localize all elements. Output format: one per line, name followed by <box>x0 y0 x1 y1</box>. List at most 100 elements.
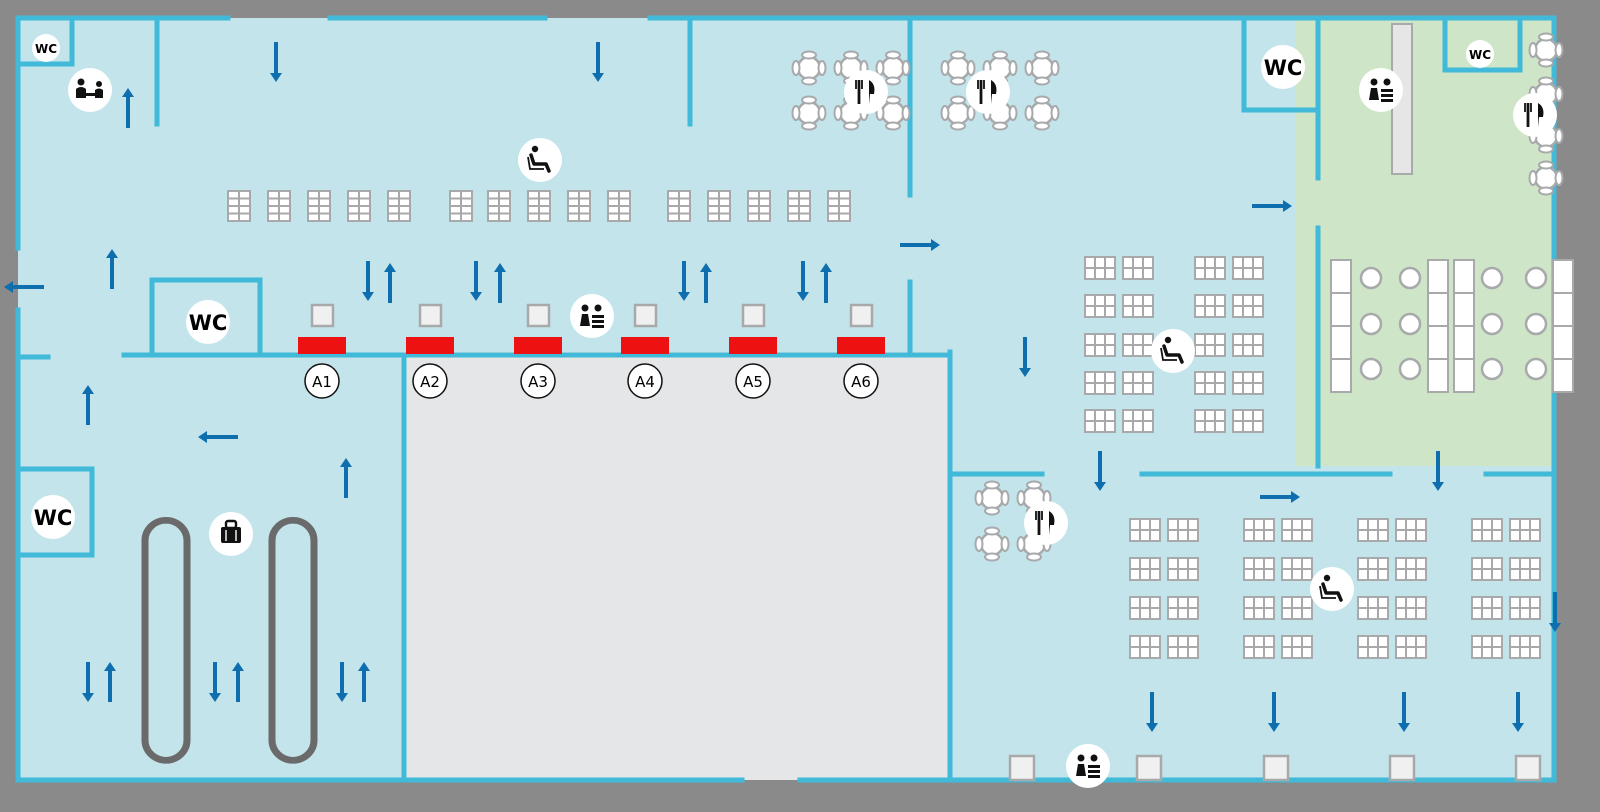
seat-block <box>827 190 851 222</box>
seat-block <box>1122 256 1154 280</box>
seat-block <box>1509 635 1541 659</box>
seat-block <box>1471 557 1503 581</box>
lounge-sign[interactable] <box>1310 567 1354 611</box>
wc-icon <box>1466 40 1494 68</box>
direction-arrow <box>1432 451 1444 491</box>
direction-arrow <box>678 261 690 301</box>
gate-label[interactable]: A4 <box>627 363 663 399</box>
restroom-sign[interactable]: WC <box>31 495 75 539</box>
baggage-claim-sign[interactable] <box>209 512 253 556</box>
gate-label[interactable]: A1 <box>304 363 340 399</box>
gate-kiosk <box>526 303 551 328</box>
seat-block <box>1122 333 1154 357</box>
wc-icon <box>31 495 75 539</box>
gate-desk <box>729 337 777 354</box>
food-court-area <box>1296 18 1554 466</box>
restaurant-sign[interactable] <box>844 70 888 114</box>
seat-block <box>1357 518 1389 542</box>
gate-counter[interactable] <box>406 303 454 354</box>
bench <box>1453 259 1475 393</box>
gate-badge <box>304 363 340 399</box>
seat-block <box>1471 635 1503 659</box>
gate-desk <box>298 337 346 354</box>
direction-arrow <box>82 662 94 702</box>
restroom-sign[interactable]: WC <box>186 300 230 344</box>
restroom-sign[interactable]: WC <box>1466 40 1494 68</box>
seat-block <box>607 190 631 222</box>
restaurant-sign[interactable] <box>1024 501 1068 545</box>
direction-arrow <box>362 261 374 301</box>
direction-arrow <box>1268 692 1280 732</box>
food-court-furniture <box>1330 259 1574 393</box>
direction-arrow <box>336 662 348 702</box>
direction-arrow <box>1260 491 1300 503</box>
service-kiosks <box>1008 754 1542 782</box>
seat-block <box>707 190 731 222</box>
lounge-sign[interactable] <box>1151 329 1195 373</box>
wc-icon <box>32 34 60 62</box>
seat-block <box>667 190 691 222</box>
cafe-table <box>940 95 976 131</box>
cafe-table <box>1024 95 1060 131</box>
direction-arrow <box>1019 337 1031 377</box>
direction-arrow <box>1549 592 1561 632</box>
gate-counter[interactable] <box>621 303 669 354</box>
direction-arrow <box>4 281 44 293</box>
seat-block <box>1122 409 1154 433</box>
gate-label[interactable]: A5 <box>735 363 771 399</box>
restaurant-sign[interactable] <box>1513 93 1557 137</box>
seat-block <box>1232 333 1264 357</box>
gate-counter[interactable] <box>837 303 885 354</box>
seat-block <box>1243 596 1275 620</box>
seat-block <box>387 190 411 222</box>
family-room-sign[interactable] <box>68 68 112 112</box>
direction-arrow <box>1146 692 1158 732</box>
gate-kiosk <box>310 303 335 328</box>
gate-label[interactable]: A2 <box>412 363 448 399</box>
restroom-sign[interactable]: WC <box>32 34 60 62</box>
baggage-belt <box>141 516 191 764</box>
cafe-table <box>1024 50 1060 86</box>
restaurant-icon <box>844 70 888 114</box>
direction-arrow <box>900 239 940 251</box>
seat-block <box>1395 557 1427 581</box>
seat-block <box>1084 256 1116 280</box>
information-desk-sign[interactable] <box>570 294 614 338</box>
seat-block <box>1129 518 1161 542</box>
seat-block <box>1122 294 1154 318</box>
direction-arrow <box>797 261 809 301</box>
information-desk-sign[interactable] <box>1359 68 1403 112</box>
round-table <box>1398 357 1422 381</box>
gate-lounge-seating <box>227 190 851 222</box>
restaurant-sign[interactable] <box>966 70 1010 114</box>
gate-kiosk <box>418 303 443 328</box>
seat-block <box>1471 518 1503 542</box>
gate-counter[interactable] <box>729 303 777 354</box>
round-table <box>1524 312 1548 336</box>
waiting-area-seat-icon <box>1310 567 1354 611</box>
lounge-sign[interactable] <box>518 138 562 182</box>
seat-block <box>1509 518 1541 542</box>
round-table <box>1480 357 1504 381</box>
seat-block <box>1232 409 1264 433</box>
seat-block <box>1084 294 1116 318</box>
gate-counter[interactable] <box>514 303 562 354</box>
gate-label[interactable]: A3 <box>520 363 556 399</box>
kiosk <box>1262 754 1290 782</box>
gate-counter[interactable] <box>298 303 346 354</box>
information-desk-sign[interactable] <box>1066 744 1110 788</box>
seat-block <box>1357 557 1389 581</box>
gate-badge <box>412 363 448 399</box>
bench <box>1427 259 1449 393</box>
seat-block <box>1167 518 1199 542</box>
restroom-sign[interactable]: WC <box>1261 45 1305 89</box>
seat-block <box>1395 635 1427 659</box>
seat-block <box>1243 557 1275 581</box>
gate-label[interactable]: A6 <box>843 363 879 399</box>
round-table <box>1359 266 1383 290</box>
round-table <box>1359 357 1383 381</box>
seat-block <box>1194 409 1226 433</box>
seat-block <box>1167 596 1199 620</box>
restaurant-icon <box>966 70 1010 114</box>
gate-desk <box>837 337 885 354</box>
